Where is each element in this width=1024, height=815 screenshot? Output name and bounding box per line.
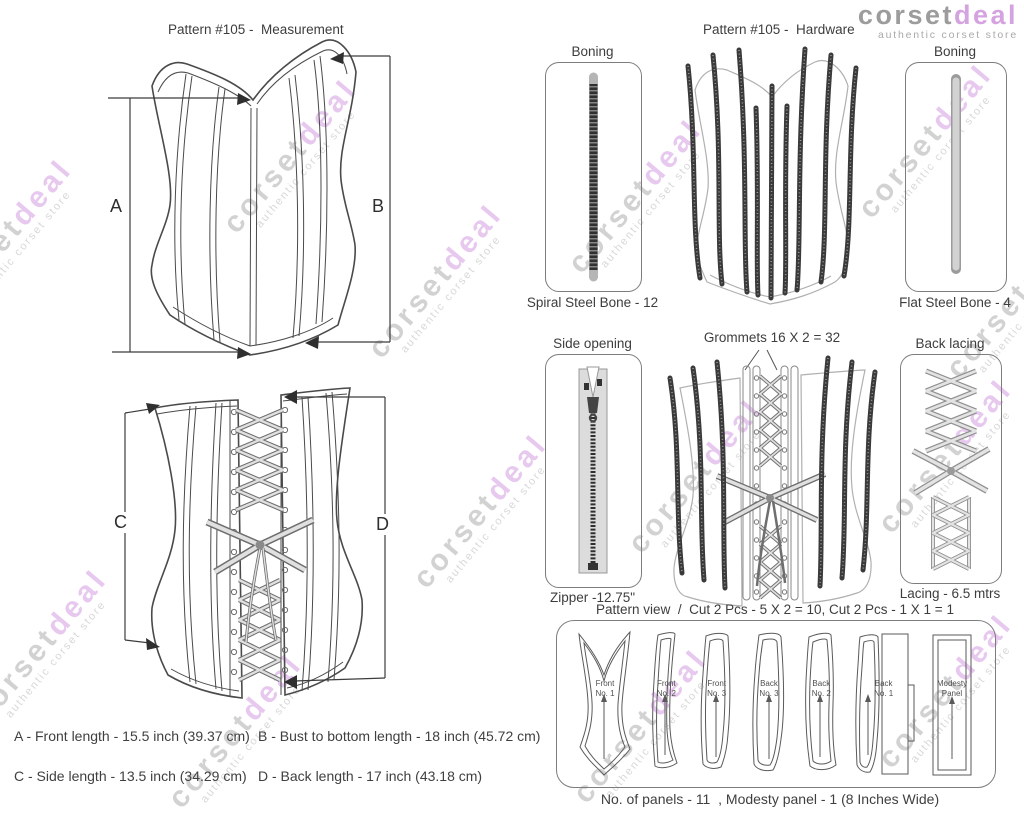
spiral-bone-box [545, 62, 642, 292]
legend-side-length: C - Side length - 13.5 inch (34.29 cm) [14, 768, 247, 784]
back-lacing-label: Back lacing [915, 336, 985, 351]
grommets-label: Grommets 16 X 2 = 32 [703, 330, 841, 345]
hardware-section-title: Pattern #105 - Hardware [703, 22, 855, 37]
piece-label: Back No. 2 [811, 679, 831, 699]
spiral-boning-label: Boning [571, 44, 614, 59]
flat-steel-bone-illustration [951, 74, 961, 274]
legend-bust-to-bottom: B - Bust to bottom length - 18 inch (45.… [258, 728, 541, 744]
spiral-steel-bone-illustration [589, 72, 598, 282]
zipper-caption: Zipper -12.75" [549, 590, 636, 605]
pattern-view-footer: No. of panels - 11 , Modesty panel - 1 (… [600, 791, 940, 807]
back-lacing-caption: Lacing - 6.5 mtrs [899, 586, 1001, 601]
dimension-label-d: D [372, 514, 393, 535]
flat-bone-box [905, 62, 1007, 292]
pattern-piece-front-1: Front No. 1 [573, 629, 637, 779]
legend-front-length: A - Front length - 15.5 inch (39.37 cm) [14, 728, 250, 744]
pattern-pieces: Front No. 1 Front No. 2 [557, 621, 995, 787]
watermark-text: deal [1012, 217, 1024, 298]
piece-label: Front No. 1 [595, 679, 615, 699]
dimension-label-c: C [110, 512, 131, 533]
piece-label: Modesty Panel [936, 679, 968, 699]
brand-logo: corsetdeal authentic corset store [858, 2, 1018, 41]
grommet-strips [742, 365, 799, 601]
pattern-piece-front-2: Front No. 2 [646, 629, 686, 779]
dimension-lines-ab [108, 55, 391, 353]
spiral-boning-caption: Spiral Steel Bone - 12 [526, 295, 659, 310]
pattern-piece-back-2: Back No. 2 [800, 629, 842, 779]
pattern-piece-front-3: Front No. 3 [696, 629, 738, 779]
pattern-view-box: Front No. 1 Front No. 2 [556, 620, 996, 788]
pattern-piece-back-1: Back No. 1 [852, 629, 916, 779]
pattern-view-title: Pattern view / Cut 2 Pcs - 5 X 2 = 10, C… [596, 602, 954, 617]
corset-back-measurement-illustration [124, 387, 386, 699]
dimension-label-b: B [368, 196, 389, 217]
piece-label: Front No. 2 [656, 679, 676, 699]
dimension-label-a: A [106, 196, 127, 217]
dimension-arrowheads [237, 52, 344, 359]
corset-front-hardware-illustration [685, 46, 859, 305]
back-lacing-laces [205, 407, 315, 683]
measurement-section-title: Pattern #105 - Measurement [168, 22, 344, 37]
pattern-piece-modesty-panel: Modesty Panel [925, 629, 979, 779]
pattern-piece-back-3: Back No. 3 [747, 629, 791, 779]
back-lacing-box [900, 354, 1002, 584]
corset-front-measurement-illustration [108, 39, 391, 359]
logo-text-accent: deal [953, 0, 1018, 30]
watermark-text: corset [161, 705, 261, 815]
zipper-box [545, 354, 642, 588]
corset-back-hardware-illustration [667, 349, 878, 607]
logo-text-primary: corset [857, 0, 954, 30]
zipper-label: Side opening [553, 336, 632, 351]
grommets [753, 375, 788, 595]
back-lacing-laces [715, 374, 827, 600]
lacing-illustration [911, 368, 991, 571]
flat-boning-label: Boning [933, 44, 977, 59]
piece-label: Back No. 3 [759, 679, 779, 699]
piece-label: Front No. 3 [707, 679, 727, 699]
zipper-illustration [578, 366, 608, 574]
legend-back-length: D - Back length - 17 inch (43.18 cm) [258, 768, 483, 784]
flat-boning-caption: Flat Steel Bone - 4 [899, 295, 1011, 310]
piece-label: Back No. 1 [874, 679, 894, 699]
logo-tagline: authentic corset store [878, 29, 1018, 41]
